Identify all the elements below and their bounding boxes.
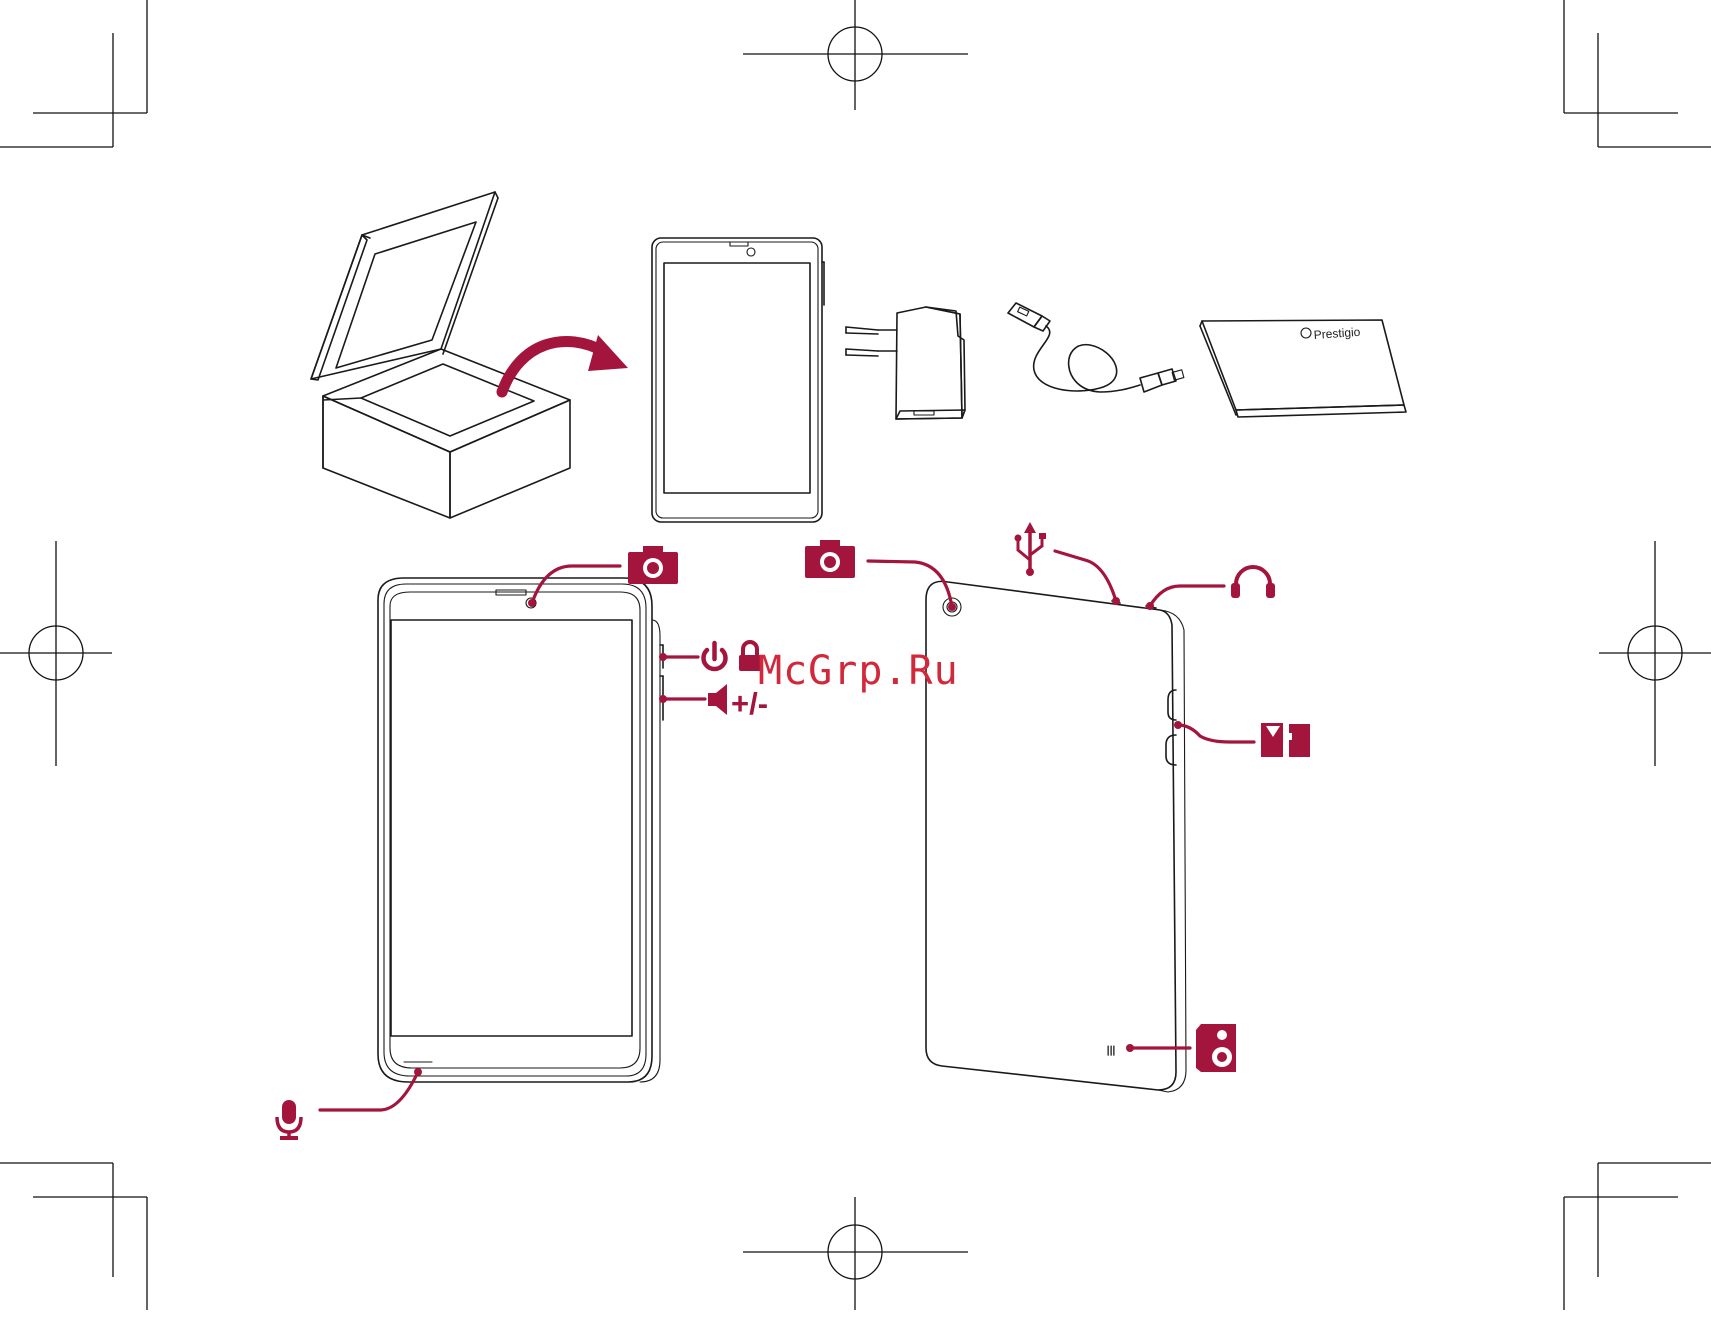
charger-icon — [846, 307, 965, 419]
camera-icon — [628, 546, 678, 584]
manual-icon: Prestigio — [1200, 320, 1406, 417]
microsd-icon — [1261, 723, 1310, 757]
front-camera-callout — [528, 546, 678, 607]
registration-mark-bottom — [743, 1197, 968, 1310]
volume-callout: +/- — [659, 684, 768, 721]
arrow-icon — [502, 335, 628, 392]
manual-brand-label: Prestigio — [1313, 325, 1361, 342]
speaker-icon — [1196, 1024, 1236, 1072]
power-callout — [659, 642, 761, 671]
camera-icon — [805, 540, 855, 578]
speaker-callout — [1126, 1024, 1236, 1072]
usb-cable-icon — [1008, 303, 1184, 392]
tablet-icon — [652, 238, 824, 522]
tablet-back-view: ≡ — [926, 581, 1186, 1092]
microphone-icon — [277, 1100, 301, 1140]
speaker-grille: ≡ — [1102, 1044, 1121, 1057]
usb-icon — [1015, 522, 1047, 576]
registration-mark-right — [1599, 541, 1711, 766]
headphones-icon — [1231, 567, 1275, 598]
tablet-front-view — [378, 578, 663, 1082]
watermark: McGrp.Ru — [758, 648, 959, 694]
rear-camera-callout — [805, 540, 956, 611]
volume-icon — [708, 684, 727, 715]
power-icon — [703, 643, 725, 669]
microphone-callout — [277, 1068, 422, 1140]
registration-mark-top — [743, 0, 968, 110]
microsd-callout — [1174, 721, 1310, 757]
headphones-callout — [1146, 567, 1275, 610]
registration-mark-left — [0, 541, 112, 766]
